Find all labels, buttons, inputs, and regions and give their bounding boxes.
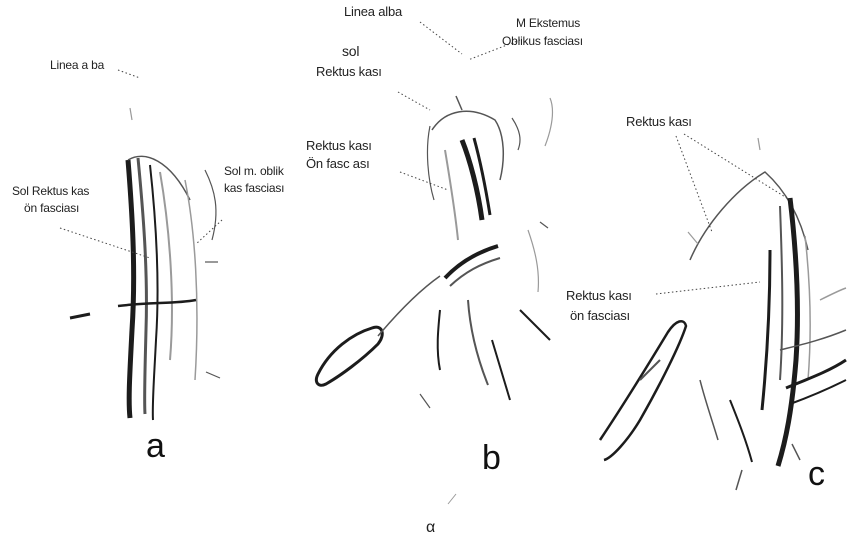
panel-a-linea-alba-label: Linea a ba xyxy=(50,58,104,73)
panel-b-ekstemus-label-line1: M Ekstemus xyxy=(516,16,580,31)
panel-c-letter: c xyxy=(808,456,825,492)
panel-b-sol-rektus-label: Rektus kası xyxy=(316,64,382,79)
panel-b-rektus-on-label-line2: Ön fasc ası xyxy=(306,156,370,171)
panel-a-sketch xyxy=(60,70,222,420)
panel-a-rektus-fascia-label-line2: ön fasciası xyxy=(24,201,79,216)
panel-a-oblik-fascia-label-line2: kas fasciası xyxy=(224,181,284,196)
footer-mark: α xyxy=(426,520,435,535)
panel-a-oblik-fascia-label-line1: Sol m. oblik xyxy=(224,164,284,179)
panel-a-rektus-fascia-label-line1: Sol Rektus kas xyxy=(12,184,89,199)
panel-b-letter: b xyxy=(482,440,501,476)
panel-b-rektus-on-label-line1: Rektus kası xyxy=(306,138,372,153)
panel-c-rektus-on-label-line2: ön fasciası xyxy=(570,308,630,323)
panel-a-letter: a xyxy=(146,428,165,464)
panel-c-rektus-on-label-line1: Rektus kası xyxy=(566,288,632,303)
panel-b-sol-label: sol xyxy=(342,44,359,59)
panel-b-ekstemus-label-line2: Oblikus fasciası xyxy=(502,34,583,49)
panel-c-rektus-label: Rektus kası xyxy=(626,114,692,129)
panel-c-sketch xyxy=(600,134,846,490)
panel-b-sketch xyxy=(316,22,552,408)
panel-b-linea-alba-label: Linea alba xyxy=(344,4,402,19)
